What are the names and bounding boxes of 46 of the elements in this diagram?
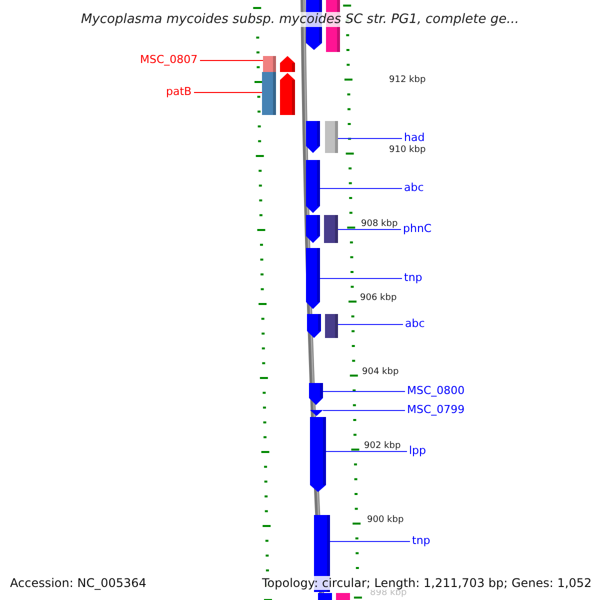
gene-label: MSC_0807: [140, 53, 198, 66]
scale-label: 904 kbp: [362, 367, 399, 378]
scale-label: 912 kbp: [389, 75, 426, 86]
scale-label: 908 kbp: [361, 219, 398, 230]
gene-label: MSC_0800: [407, 384, 465, 397]
leader-line: [320, 278, 402, 279]
gene-label: abc: [405, 317, 425, 330]
leader-line: [338, 229, 402, 230]
leader-line: [322, 410, 406, 411]
gene-feature: [309, 383, 323, 405]
leader-line: [200, 60, 264, 61]
gene-block: [325, 121, 338, 153]
leader-line: [326, 451, 408, 452]
gene-feature: [307, 314, 321, 338]
scale-label: 900 kbp: [367, 515, 404, 526]
gene-label: phnC: [403, 222, 432, 235]
leader-line: [194, 92, 262, 93]
gene-feature: [306, 215, 320, 243]
leader-line: [320, 188, 402, 189]
scale-label: 910 kbp: [389, 145, 426, 156]
gene-label: had: [404, 131, 425, 144]
gene-label: tnp: [412, 534, 430, 547]
leader-line: [338, 138, 402, 139]
gene-label: MSC_0799: [407, 403, 465, 416]
gene-block: [336, 593, 350, 600]
scale-label: 906 kbp: [360, 293, 397, 304]
gene-label: patB: [166, 85, 192, 98]
gene-block: [324, 215, 338, 243]
gene-block: [325, 314, 338, 338]
scale-label: 902 kbp: [364, 441, 401, 452]
leader-line: [338, 324, 404, 325]
chart-title: Mycoplasma mycoides subsp. mycoides SC str. PG1, complete ge...: [80, 12, 520, 27]
gene-label: tnp: [404, 271, 422, 284]
scale-label: 898 kbp: [370, 588, 407, 599]
gene-block: [262, 72, 276, 115]
gene-label: lpp: [409, 444, 426, 457]
gene-feature: [280, 56, 295, 72]
gene-feature: [306, 248, 320, 309]
gene-feature: [306, 160, 320, 213]
genome-summary: Topology: circular; Length: 1,211,703 bp; Genes: 1,052: [262, 576, 592, 590]
leader-line: [330, 541, 410, 542]
gene-label: abc: [404, 181, 424, 194]
leader-line: [322, 391, 406, 392]
gene-block: [263, 56, 276, 72]
gene-feature: [306, 121, 320, 153]
accession-text: Accession: NC_005364: [10, 576, 146, 590]
